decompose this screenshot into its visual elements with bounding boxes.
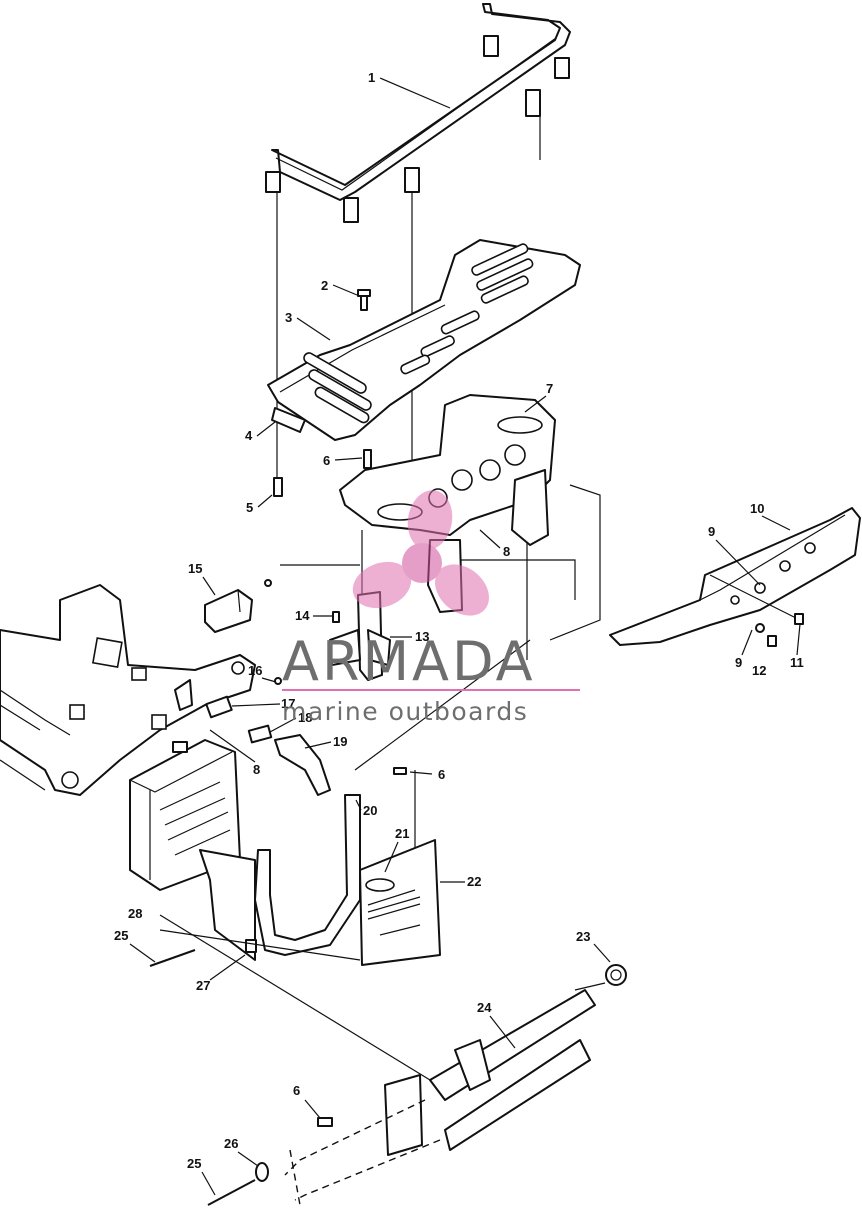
callout-20: 20	[363, 803, 377, 818]
callout-23: 23	[576, 929, 590, 944]
callout-9-top: 9	[708, 524, 715, 539]
callout-28: 28	[128, 906, 142, 921]
callout-17: 17	[281, 696, 295, 711]
callout-25-top: 25	[114, 928, 128, 943]
callout-2: 2	[321, 278, 328, 293]
callout-11: 11	[790, 655, 804, 670]
phantom-lines	[284, 1099, 441, 1206]
callout-12: 12	[752, 663, 766, 678]
callout-7: 7	[546, 381, 553, 396]
callout-5: 5	[246, 500, 253, 515]
callout-16: 16	[248, 663, 262, 678]
watermark-tagline: marine outboards	[282, 697, 528, 726]
callout-22: 22	[467, 874, 481, 889]
guide-lines	[159, 914, 431, 1081]
frame-part	[0, 584, 256, 796]
rack-bar-part	[265, 3, 571, 223]
watermark-brand: ARMADA	[282, 630, 536, 693]
watermark: ARMADA marine outboards	[282, 490, 580, 726]
rear-bumper-part	[609, 507, 861, 647]
callout-24: 24	[477, 1000, 492, 1015]
callout-9-bottom: 9	[735, 655, 742, 670]
callout-labels: 1 2 3 4 5 6 7 6 8 9 10 9 11 12 13 14 15 …	[114, 70, 804, 1196]
callout-14: 14	[295, 608, 310, 623]
callout-10: 10	[750, 501, 764, 516]
callout-26: 26	[224, 1136, 238, 1151]
callout-19: 19	[333, 734, 347, 749]
callout-18: 18	[298, 710, 312, 725]
rack-bracket-part	[339, 394, 556, 613]
callout-3: 3	[285, 310, 292, 325]
callout-4: 4	[245, 428, 253, 443]
bolt-parts	[149, 949, 269, 1206]
front-bumper-part	[384, 964, 627, 1156]
rack-platform-part	[267, 239, 581, 441]
callout-8-bottom: 8	[253, 762, 260, 777]
callout-8-top: 8	[503, 544, 510, 559]
callout-13: 13	[415, 629, 429, 644]
callout-1: 1	[368, 70, 375, 85]
callout-6-top: 6	[323, 453, 330, 468]
callout-25-bottom: 25	[187, 1156, 201, 1171]
mud-flap-part	[359, 839, 441, 966]
loop-frame-part	[199, 794, 361, 961]
clamp-parts	[205, 677, 331, 796]
callout-6-bottom: 6	[293, 1083, 300, 1098]
fastener-parts	[271, 289, 407, 1127]
support-bracket-part	[329, 591, 391, 681]
propeller-logo-icon	[352, 490, 489, 616]
callout-6-mid: 6	[438, 767, 445, 782]
callout-27: 27	[196, 978, 210, 993]
callout-21: 21	[395, 826, 409, 841]
callout-15: 15	[188, 561, 202, 576]
tail-light-part	[204, 579, 272, 633]
